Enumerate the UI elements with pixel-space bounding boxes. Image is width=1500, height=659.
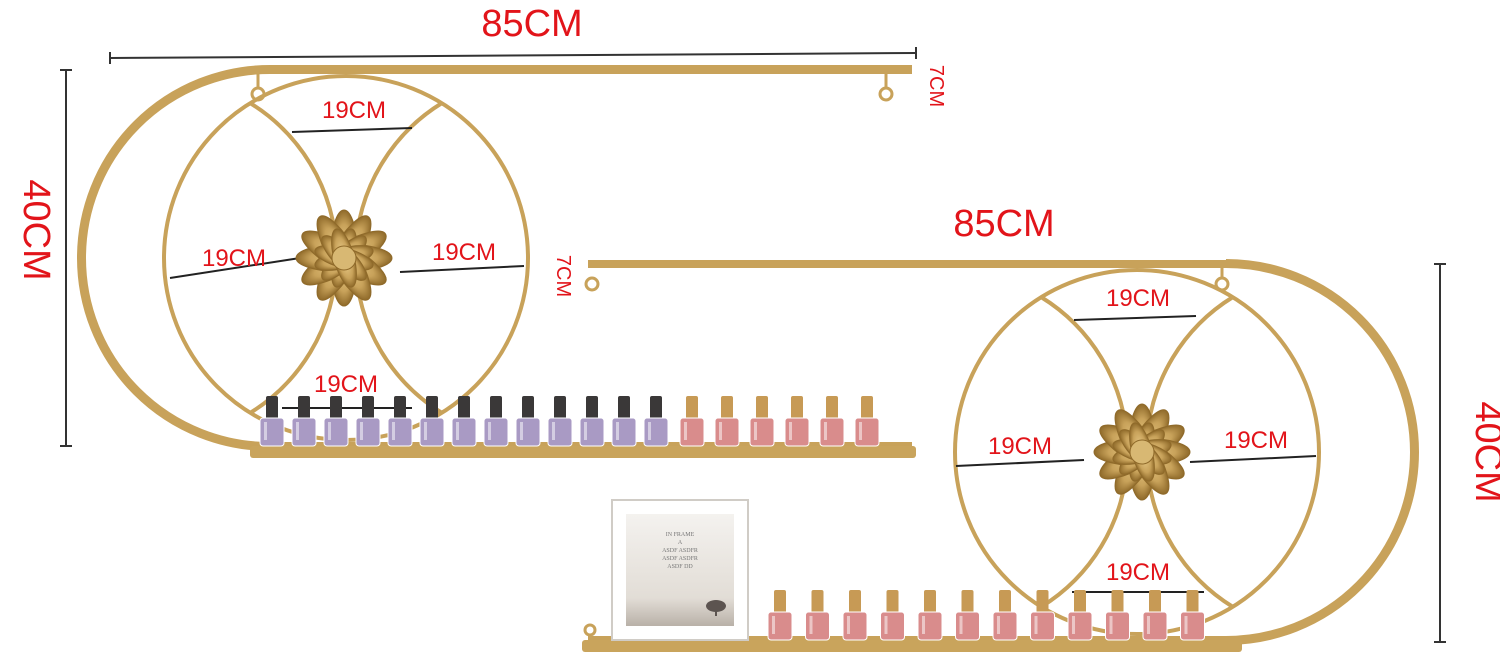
nail-polish-bottle [819, 396, 845, 447]
nail-polish-bottle [749, 396, 775, 447]
rack-bottom-bottles [767, 590, 1205, 641]
photo-frame-line-1: IN FRAME [666, 532, 695, 538]
nail-polish-bottle [1030, 590, 1055, 641]
nail-polish-bottle [259, 396, 285, 447]
rack-bottom-height-label: 40CM [1467, 401, 1500, 502]
rack-top-circle-top-label: 19CM [322, 97, 386, 124]
nail-polish-bottle [1067, 590, 1093, 641]
rack-bottom-shelf [582, 640, 1242, 652]
photo-frame: IN FRAME A ASDF ASDFR ASDF ASDFR ASDF DD [611, 499, 749, 641]
rack-bottom: 85CM 40CM 7CM 19CM 19CM 19CM 19CM [552, 203, 1500, 652]
rack-bottom-hook-left [584, 276, 600, 292]
nail-polish-bottle [611, 396, 637, 447]
rack-bottom-circle-bottom-label: 19CM [1106, 559, 1170, 586]
nail-polish-bottle [767, 590, 793, 641]
nail-polish-bottle [643, 396, 669, 447]
rack-bottom-hook-shelf [583, 623, 597, 637]
photo-frame-line-5: ASDF DD [667, 564, 693, 570]
rack-top-width-line [109, 52, 917, 59]
rack-top-height-label: 40CM [15, 179, 57, 280]
nail-polish-bottle [992, 590, 1018, 641]
nail-polish-bottle [842, 590, 868, 641]
nail-polish-bottle [955, 590, 980, 641]
photo-frame-line-2: A [678, 540, 683, 546]
nail-polish-bottle [419, 396, 445, 447]
nail-polish-bottle [323, 396, 349, 447]
rack-top-circle-left-label: 19CM [202, 245, 266, 272]
rack-top-hook-right [878, 86, 894, 102]
nail-polish-bottle [784, 396, 810, 447]
nail-polish-bottle [805, 590, 830, 641]
nail-polish-bottle [483, 396, 509, 447]
rack-top-depth-label: 7CM [925, 65, 947, 107]
photo-frame-tree [706, 600, 726, 616]
nail-polish-bottle [1180, 590, 1205, 641]
rack-top-flower [295, 209, 393, 307]
rack-top: 85CM 40CM 7CM 19CM 19CM 19CM 19CM [15, 3, 947, 458]
rack-bottom-frame [588, 260, 1419, 644]
nail-polish-bottle [679, 396, 705, 447]
nail-polish-bottle [917, 590, 943, 641]
nail-polish-bottle [854, 396, 880, 447]
nail-polish-bottle [547, 396, 573, 447]
rack-bottom-depth-label: 7CM [552, 255, 574, 297]
photo-frame-line-3: ASDF ASDFR [662, 548, 698, 554]
nail-polish-bottle [880, 590, 905, 641]
rack-bottom-width-label: 85CM [953, 203, 1054, 245]
rack-top-circle-bottom-label: 19CM [314, 371, 378, 398]
rack-bottom-circle-top-label: 19CM [1106, 285, 1170, 312]
rack-bottom-circle-left-label: 19CM [988, 433, 1052, 460]
rack-bottom-circle-right-label: 19CM [1224, 427, 1288, 454]
rack-top-width-label: 85CM [481, 3, 582, 45]
nail-polish-bottle [1142, 590, 1168, 641]
nail-polish-bottle [714, 396, 740, 447]
nail-polish-bottle [515, 396, 541, 447]
rack-top-shelf [250, 446, 916, 458]
nail-polish-bottle [291, 396, 317, 447]
rack-bottom-ring [953, 268, 1321, 636]
nail-polish-bottle [387, 396, 413, 447]
nail-polish-bottle [1105, 590, 1130, 641]
nail-polish-bottle [579, 396, 605, 447]
rack-top-bottles [259, 396, 880, 447]
rack-top-circle-right-label: 19CM [432, 239, 496, 266]
rack-top-frame [77, 66, 912, 450]
rack-bottom-flower [1093, 403, 1191, 501]
nail-polish-bottle [451, 396, 477, 447]
nail-polish-bottle [355, 396, 381, 447]
photo-frame-line-4: ASDF ASDFR [662, 556, 698, 562]
